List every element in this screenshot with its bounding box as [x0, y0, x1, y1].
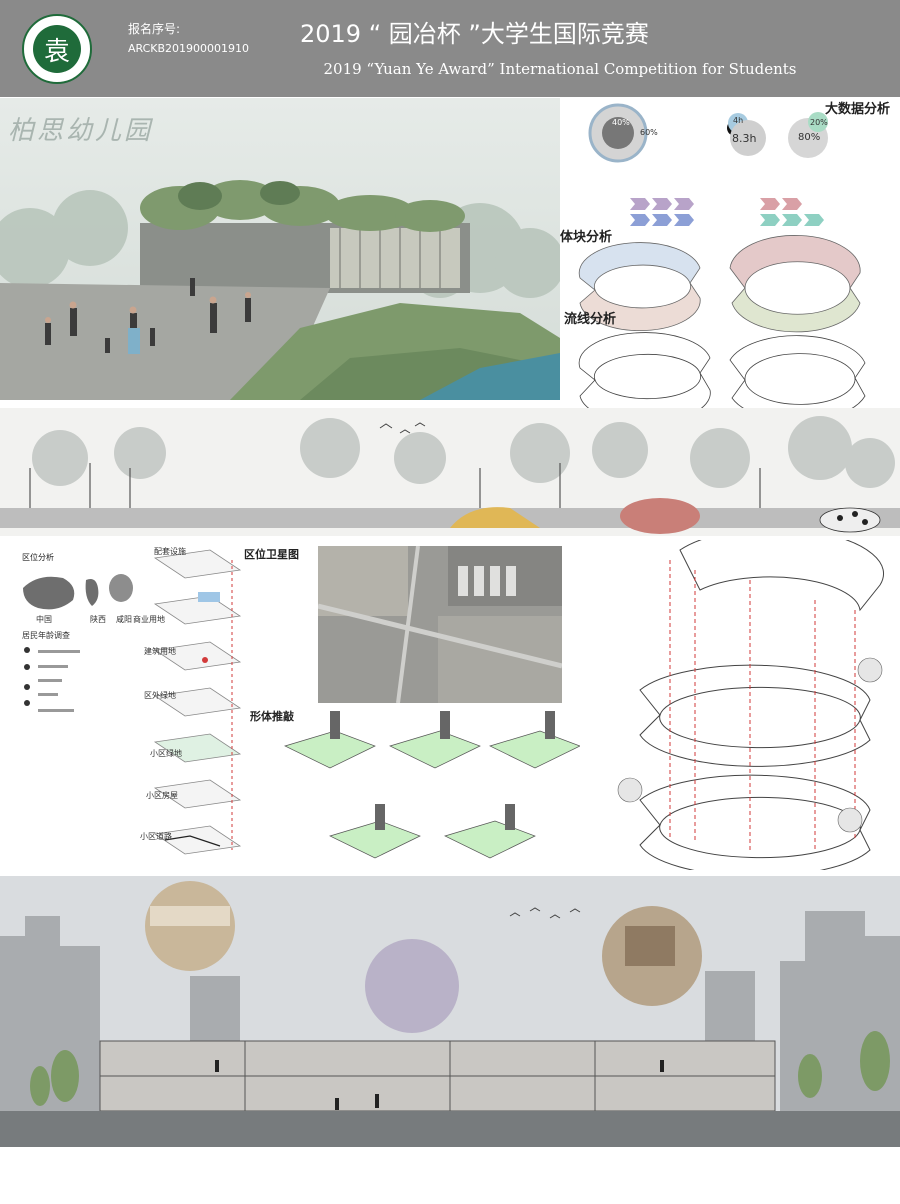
title-chinese: 2019 “ 园冶杯 ”大学生国际竞赛 [300, 20, 649, 48]
hero-render [0, 98, 560, 400]
layer-label-6: 小区房屋 [146, 791, 178, 800]
form-derivation-title: 形体推敲 [250, 710, 294, 723]
analysis-diagrams [578, 103, 866, 424]
satellite-map [318, 546, 562, 703]
layer-stack-diagram [153, 549, 242, 855]
big-data-title: 大数据分析 [825, 102, 891, 117]
shaanxi-label: 陕西 [90, 615, 106, 624]
age-survey-bars [24, 647, 80, 712]
layer-label-7: 小区道路 [140, 832, 172, 841]
xianyang-label: 咸阳 [116, 615, 132, 624]
layer-label-1: 配套设施 [154, 547, 186, 556]
exploded-axonometric [617, 540, 885, 870]
layer-label-3: 建筑用地 [144, 647, 176, 656]
layer-label-5: 小区绿地 [150, 749, 182, 758]
pct-20-label: 20% [810, 118, 828, 127]
pct-40-label: 40% [612, 118, 630, 127]
section-elevation [0, 876, 900, 1200]
pct-80-label: 80% [798, 132, 821, 143]
layer-label-2: 商业用地 [133, 615, 165, 624]
serial-label: 报名序号: [128, 22, 181, 36]
hours-4-label: 4h [733, 116, 744, 125]
satellite-title: 区位卫星图 [244, 548, 299, 561]
project-title: 柏思幼儿园 [8, 116, 154, 146]
logo-mark: 袁 [33, 25, 81, 73]
competition-logo: 袁 [22, 14, 92, 84]
hours-8-label: 8.3h [732, 132, 757, 145]
street-illustration [0, 408, 900, 536]
flow-analysis-title: 流线分析 [564, 312, 617, 327]
location-analysis-title: 区位分析 [22, 553, 54, 562]
title-english: 2019 “Yuan Ye Award” International Compe… [323, 60, 797, 78]
form-derivation-models [284, 711, 580, 859]
serial-number: ARCKB201900001910 [128, 42, 250, 55]
pct-60-label: 60% [640, 128, 658, 137]
street-elevation [0, 408, 900, 536]
layer-label-4: 区外绿地 [144, 691, 176, 700]
china-label: 中国 [36, 615, 52, 624]
hero-illustration [0, 98, 560, 400]
analysis-panel: 大数据分析 40% 60% 4h 8.3h 20% 80% 体块分析 流线分析 [560, 98, 900, 424]
block-analysis-title: 体块分析 [560, 230, 613, 245]
section-illustration [0, 876, 900, 1200]
resident-survey-title: 居民年龄调查 [22, 631, 70, 640]
location-maps [23, 574, 133, 610]
header-bar [0, 0, 900, 97]
